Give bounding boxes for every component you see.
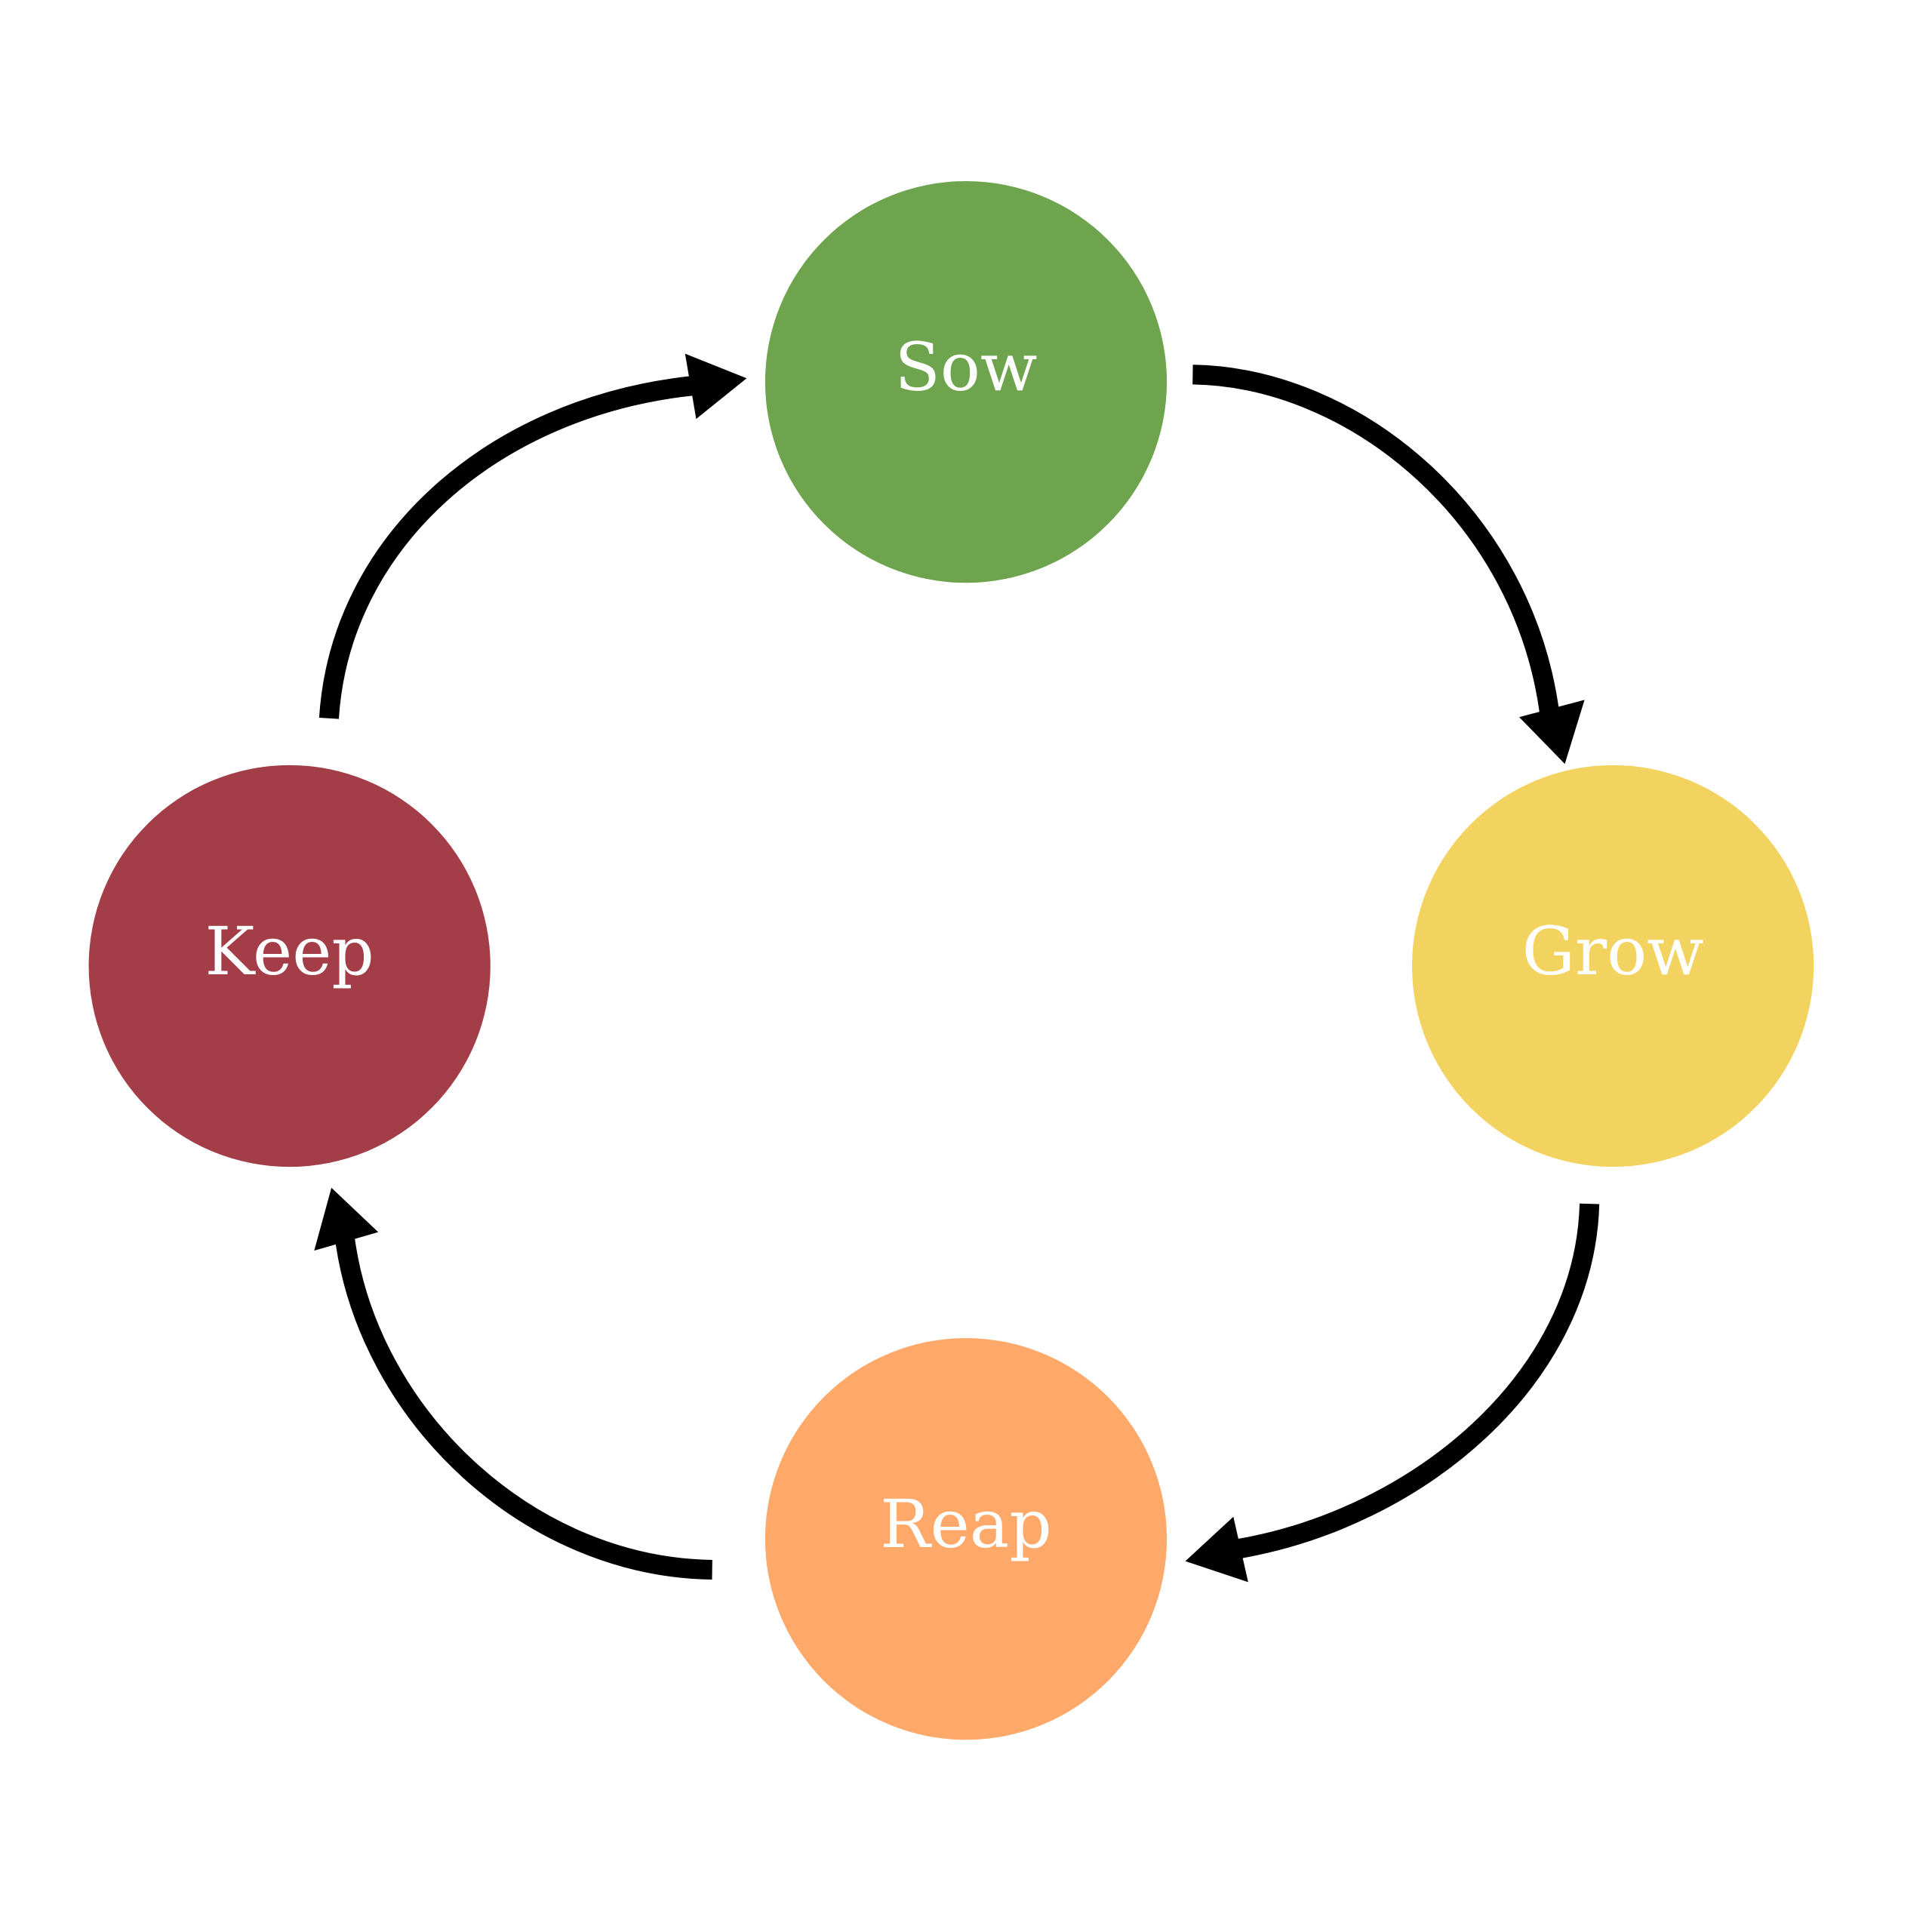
arrow-keep-to-sow (318, 353, 747, 719)
node-keep: Keep (88, 764, 491, 1168)
node-circle (88, 764, 491, 1168)
node-label: Grow (1522, 912, 1704, 990)
node-label: Reap (880, 1485, 1052, 1563)
node-label: Sow (895, 328, 1038, 406)
node-label: Keep (205, 912, 374, 990)
arrow-sow-to-grow (1192, 365, 1585, 764)
arrow-reap-to-keep (314, 1187, 712, 1580)
node-circle (764, 1338, 1168, 1740)
node-reap: Reap (764, 1338, 1168, 1740)
node-circle (764, 181, 1168, 583)
node-circle (1412, 764, 1814, 1168)
node-sow: Sow (764, 181, 1168, 583)
node-grow: Grow (1412, 764, 1814, 1168)
arrow-grow-to-reap (1185, 1203, 1600, 1583)
